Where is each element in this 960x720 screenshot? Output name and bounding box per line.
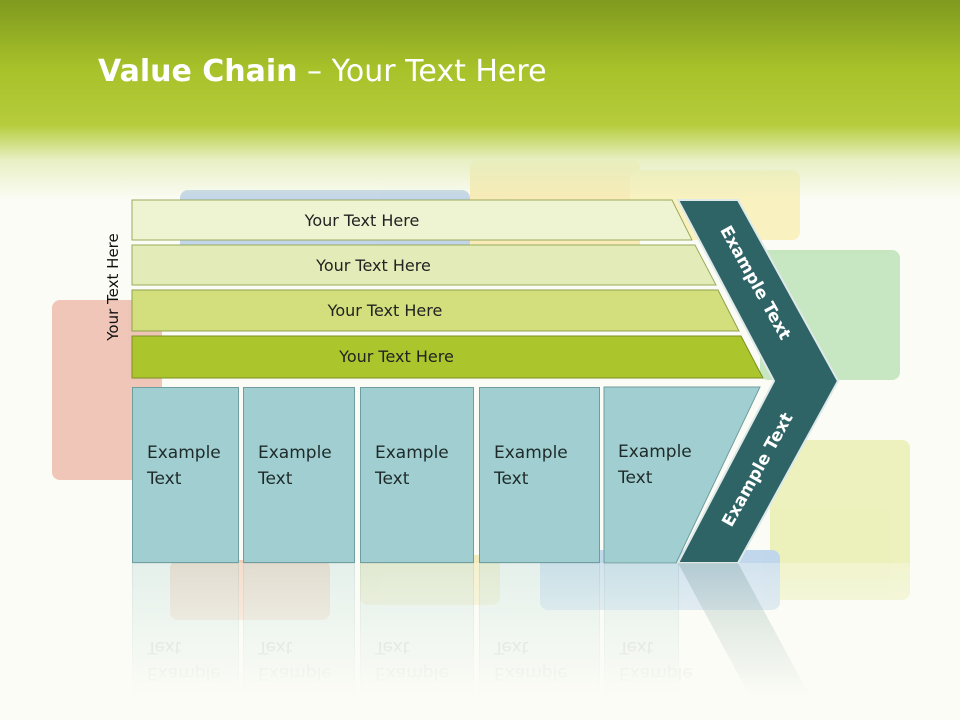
column-1-line-2: Text — [147, 469, 182, 489]
column-4-line-2: Text — [494, 469, 529, 489]
row-1-shape — [131, 199, 693, 241]
column-2-line-2: Text — [258, 469, 293, 489]
row-2-label: Your Text Here — [316, 255, 431, 275]
row-4-label: Your Text Here — [339, 346, 454, 366]
lime-block-shape — [770, 440, 910, 600]
row-4-shape — [131, 335, 764, 379]
column-5-line-2: Text — [618, 468, 653, 488]
slide-title: Value Chain – Your Text Here — [98, 54, 547, 89]
row-2: Your Text Here — [132, 245, 695, 285]
row-1-label: Your Text Here — [304, 210, 420, 230]
row-2-shape — [131, 244, 717, 286]
column-1-line-1: Example — [147, 443, 221, 463]
column-2-line-1: Example — [258, 443, 332, 463]
row-3-shape — [131, 289, 740, 332]
title-bold: Value Chain — [98, 54, 298, 89]
column-3-line-1: Example — [375, 443, 449, 463]
column-5-line-1: Example — [618, 442, 692, 462]
row-3: Your Text Here — [132, 290, 718, 330]
row-4: Your Text Here — [132, 336, 741, 376]
row-3-label: Your Text Here — [327, 300, 443, 320]
reflection-fade — [0, 563, 960, 720]
column-4-line-1: Example — [494, 443, 568, 463]
title-bar — [0, 0, 960, 200]
row-1: Your Text Here — [132, 200, 672, 240]
title-rest: – Your Text Here — [297, 54, 547, 89]
column-3-line-2: Text — [375, 469, 410, 489]
